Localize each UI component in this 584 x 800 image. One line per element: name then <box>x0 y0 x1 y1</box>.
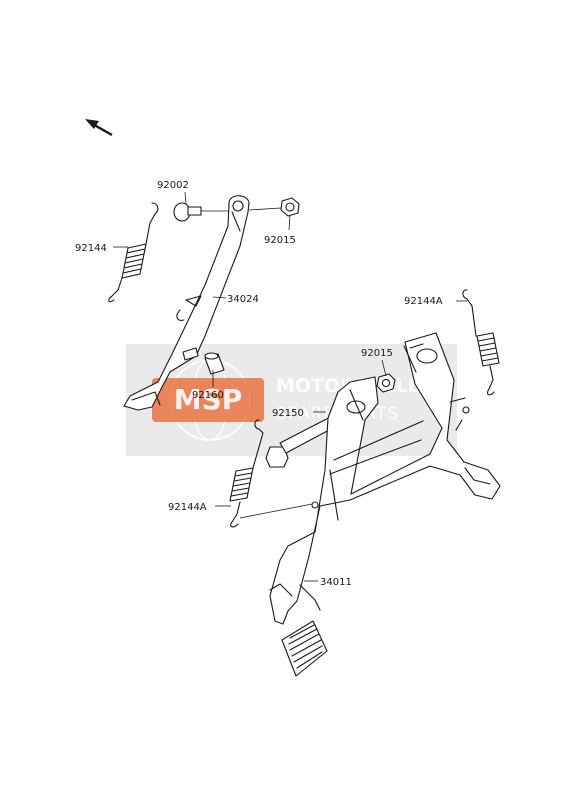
side-stand-34024 <box>123 195 250 411</box>
label-34024: 34024 <box>227 294 259 305</box>
label-92150: 92150 <box>272 408 304 419</box>
center-stand-34011 <box>269 332 501 677</box>
label-92144: 92144 <box>75 243 107 254</box>
leader-lines <box>113 191 467 582</box>
label-92160: 92160 <box>192 390 224 401</box>
pin-92002 <box>173 202 230 222</box>
nut-92015-top <box>248 197 300 217</box>
spring-92144A-right <box>462 289 500 396</box>
label-34011: 34011 <box>320 577 352 588</box>
watermark-logo: MSP <box>174 383 243 416</box>
sleeve-92160 <box>182 347 225 375</box>
label-92015-top: 92015 <box>264 235 296 246</box>
nut-92015-mid <box>376 373 396 393</box>
label-92144A-left: 92144A <box>168 502 207 513</box>
spring-92144 <box>108 202 159 303</box>
direction-arrow-icon <box>85 119 113 137</box>
label-92015-mid: 92015 <box>361 348 393 359</box>
label-92144A-right: 92144A <box>404 296 443 307</box>
spring-92144A-left <box>229 419 264 528</box>
label-92002: 92002 <box>157 180 189 191</box>
